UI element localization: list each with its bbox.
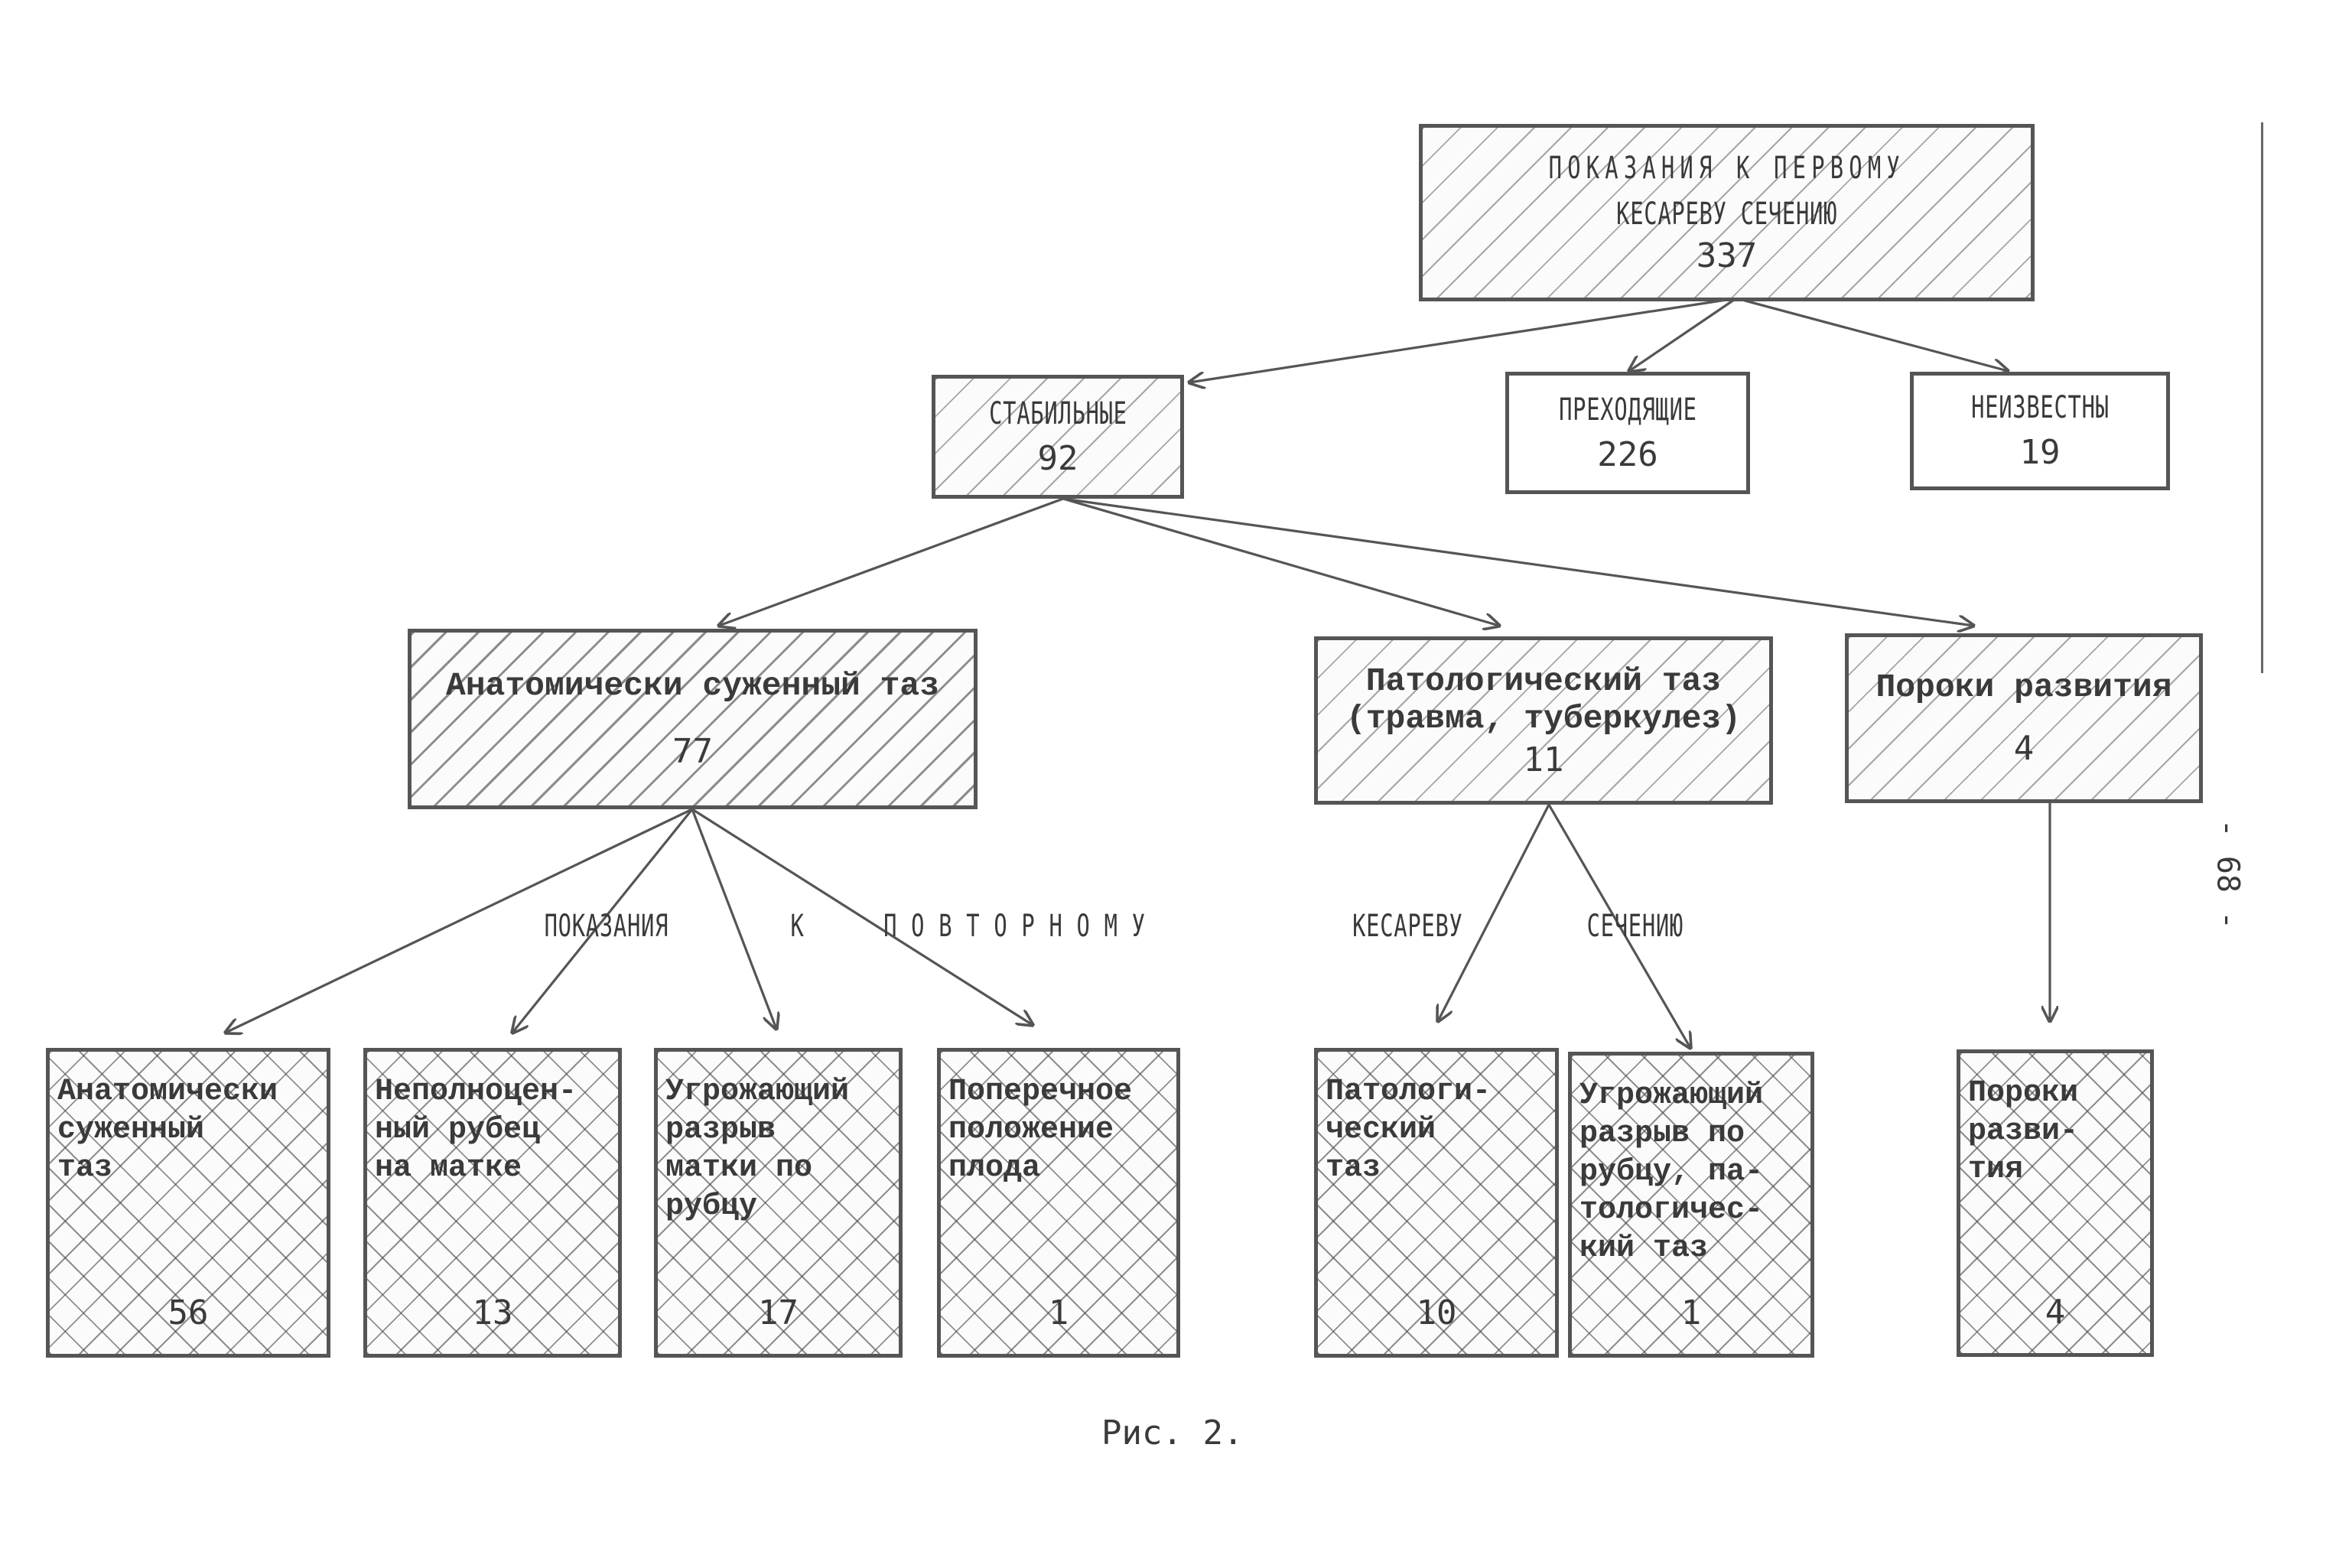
leaf-box: Угрожающий разрыв по рубцу, па- тологиче… (1568, 1052, 1814, 1358)
leaf-box: Неполноцен- ный рубец на матке 13 (363, 1048, 622, 1358)
transient-box: ПРЕХОДЯЩИЕ 226 (1505, 372, 1750, 494)
unknown-label: НЕИЗВЕСТНЫ (1970, 390, 2110, 425)
leaf-count: 13 (472, 1293, 513, 1332)
pathologic-pelvis-label: Патологический таз (1365, 662, 1722, 700)
transient-count: 226 (1597, 434, 1658, 474)
page-number: - 68 - (2210, 818, 2246, 930)
pathologic-pelvis-count: 11 (1523, 740, 1564, 779)
anatomic-narrow-pelvis-label: Анатомически суженный таз (445, 667, 940, 704)
leaf-count: 1 (1680, 1293, 1702, 1332)
repeat-caption-word-indications: ПОКАЗАНИЯ (544, 909, 669, 944)
repeat-caption-word-section: СЕЧЕНИЮ (1586, 909, 1684, 944)
anatomic-narrow-pelvis-count: 77 (672, 732, 713, 771)
arrow-root-stable (1189, 297, 1737, 382)
arrow-root-transient (1629, 297, 1737, 371)
figure-caption: Рис. 2. (1101, 1413, 1244, 1453)
malformation-box: Пороки развития 4 (1845, 633, 2203, 803)
leaf-label: Анатомически суженный таз (57, 1075, 278, 1186)
stable-label: СТАБИЛЬНЫЕ (988, 395, 1127, 431)
arrow-anatomic-leaf2 (512, 808, 694, 1033)
arrow-stable-malformation (1062, 497, 1973, 626)
leaf-label: Поперечное положение плода (948, 1075, 1133, 1186)
transient-label: ПРЕХОДЯЩИЕ (1558, 392, 1697, 428)
pathologic-pelvis-sublabel: (травма, туберкулез) (1345, 699, 1742, 737)
arrow-stable-anatomic (719, 497, 1064, 626)
malformation-count: 4 (2013, 729, 2035, 768)
arrow-anatomic-leaf3 (691, 808, 776, 1029)
arrow-stable-pathologic (1062, 497, 1499, 626)
page-edge-rule (2261, 122, 2263, 673)
leaf-count: 4 (2045, 1293, 2066, 1332)
leaf-box: Пороки разви- тия 4 (1957, 1049, 2154, 1357)
anatomic-narrow-pelvis-box: Анатомически суженный таз 77 (408, 629, 978, 809)
leaf-count: 56 (168, 1293, 209, 1332)
pathologic-pelvis-box: Патологический таз (травма, туберкулез) … (1314, 636, 1773, 805)
leaf-label: Неполноцен- ный рубец на матке (375, 1075, 577, 1186)
leaf-count: 17 (758, 1293, 799, 1332)
root-count: 337 (1696, 236, 1758, 275)
arrow-pathologic-leaf5 (1438, 804, 1550, 1021)
arrow-pathologic-leaf6 (1547, 804, 1690, 1048)
leaf-count: 10 (1416, 1293, 1457, 1332)
arrow-anatomic-leaf1 (226, 808, 693, 1033)
stable-count: 92 (1037, 438, 1078, 478)
leaf-box: Угрожающий разрыв матки по рубцу 17 (654, 1048, 903, 1358)
unknown-count: 19 (2019, 433, 2061, 472)
arrow-root-unknown (1736, 297, 2008, 371)
leaf-box: Анатомически суженный таз 56 (46, 1048, 330, 1358)
leaf-label: Патологи- ческий таз (1326, 1075, 1492, 1186)
arrow-anatomic-leaf4 (691, 808, 1033, 1025)
leaf-label: Угрожающий разрыв матки по рубцу (665, 1075, 850, 1224)
repeat-caption-word-repeated: ПОВТОРНОМУ (883, 909, 1160, 944)
repeat-caption-word-cesarean: КЕСАРЕВУ (1352, 909, 1463, 944)
leaf-label: Пороки разви- тия (1968, 1076, 2079, 1187)
leaf-box: Поперечное положение плода 1 (937, 1048, 1180, 1358)
stable-box: СТАБИЛЬНЫЕ 92 (932, 375, 1184, 499)
malformation-label: Пороки развития (1875, 669, 2172, 706)
leaf-label: Угрожающий разрыв по рубцу, па- тологиче… (1579, 1078, 1764, 1266)
leaf-count: 1 (1048, 1293, 1069, 1332)
leaf-box: Патологи- ческий таз 10 (1314, 1048, 1559, 1358)
root-box: ПОКАЗАНИЯ К ПЕРВОМУ КЕСАРЕВУ СЕЧЕНИЮ 337 (1419, 124, 2035, 301)
root-title-line1: ПОКАЗАНИЯ К ПЕРВОМУ (1548, 150, 1905, 186)
unknown-box: НЕИЗВЕСТНЫ 19 (1910, 372, 2170, 490)
root-title-line2: КЕСАРЕВУ СЕЧЕНИЮ (1616, 196, 1837, 232)
repeat-caption-word-k: К (790, 909, 805, 944)
